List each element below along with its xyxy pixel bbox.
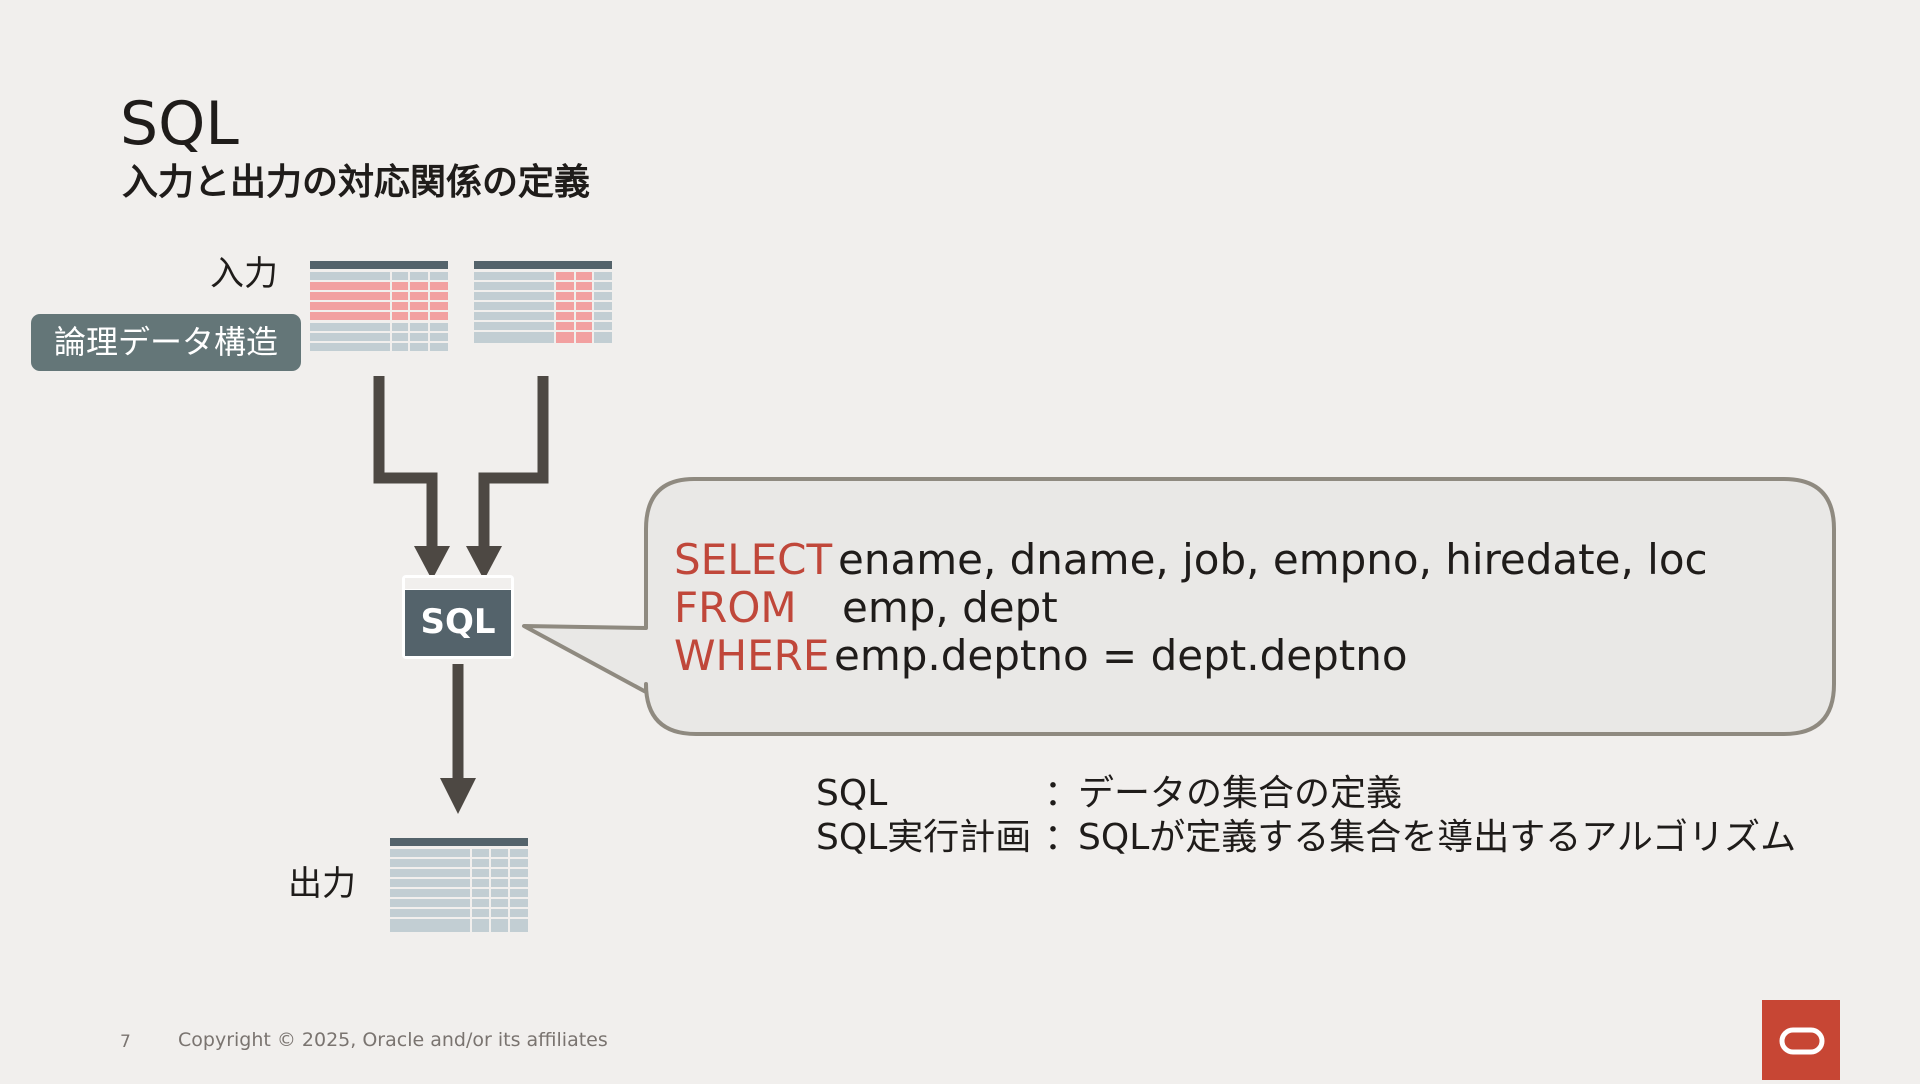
definition-description: SQLが定義する集合を導出するアルゴリズム (1078, 817, 1797, 858)
output-table-icon (390, 838, 528, 932)
page-subtitle: 入力と出力の対応関係の定義 (122, 162, 591, 203)
definition-term: SQL (816, 773, 888, 814)
definition-colon: ： (1044, 773, 1081, 814)
page-number: 7 (120, 1032, 131, 1052)
input-label: 入力 (210, 254, 278, 294)
page-title: SQL (120, 89, 239, 159)
arrow-head-icon (466, 546, 502, 580)
definition-term: SQL実行計画 (816, 817, 1032, 858)
definition-row: SQL ： データの集合の定義 (816, 772, 1796, 816)
definition-description: データの集合の定義 (1078, 773, 1403, 814)
from-tables: emp, dept (842, 583, 1058, 632)
where-keyword: WHERE (674, 631, 830, 680)
definition-row: SQL実行計画 ： SQLが定義する集合を導出するアルゴリズム (816, 816, 1796, 860)
definitions-list: SQL ： データの集合の定義 SQL実行計画 ： SQLが定義する集合を導出す… (816, 772, 1796, 860)
select-columns: ename, dname, job, empno, hiredate, loc (838, 535, 1708, 584)
merge-arrows (373, 376, 549, 780)
where-condition: emp.deptno = dept.deptno (834, 631, 1408, 680)
from-keyword: FROM (674, 583, 797, 632)
arrow-head-icon (414, 546, 450, 580)
sql-window-icon: SQL (402, 575, 514, 659)
input-table-2-icon (474, 261, 612, 343)
logical-structure-badge: 論理データ構造 (31, 314, 301, 371)
definition-colon: ： (1044, 817, 1081, 858)
oracle-logo-icon (1762, 1000, 1840, 1080)
copyright-text: Copyright © 2025, Oracle and/or its affi… (178, 1029, 608, 1051)
input-table-1-icon (310, 261, 448, 351)
from-line: FROM emp, dept (674, 584, 1832, 632)
sql-box-label: SQL (420, 602, 495, 642)
output-label: 出力 (288, 864, 356, 904)
arrow-head-icon (440, 778, 476, 814)
select-keyword: SELECT (674, 535, 833, 584)
